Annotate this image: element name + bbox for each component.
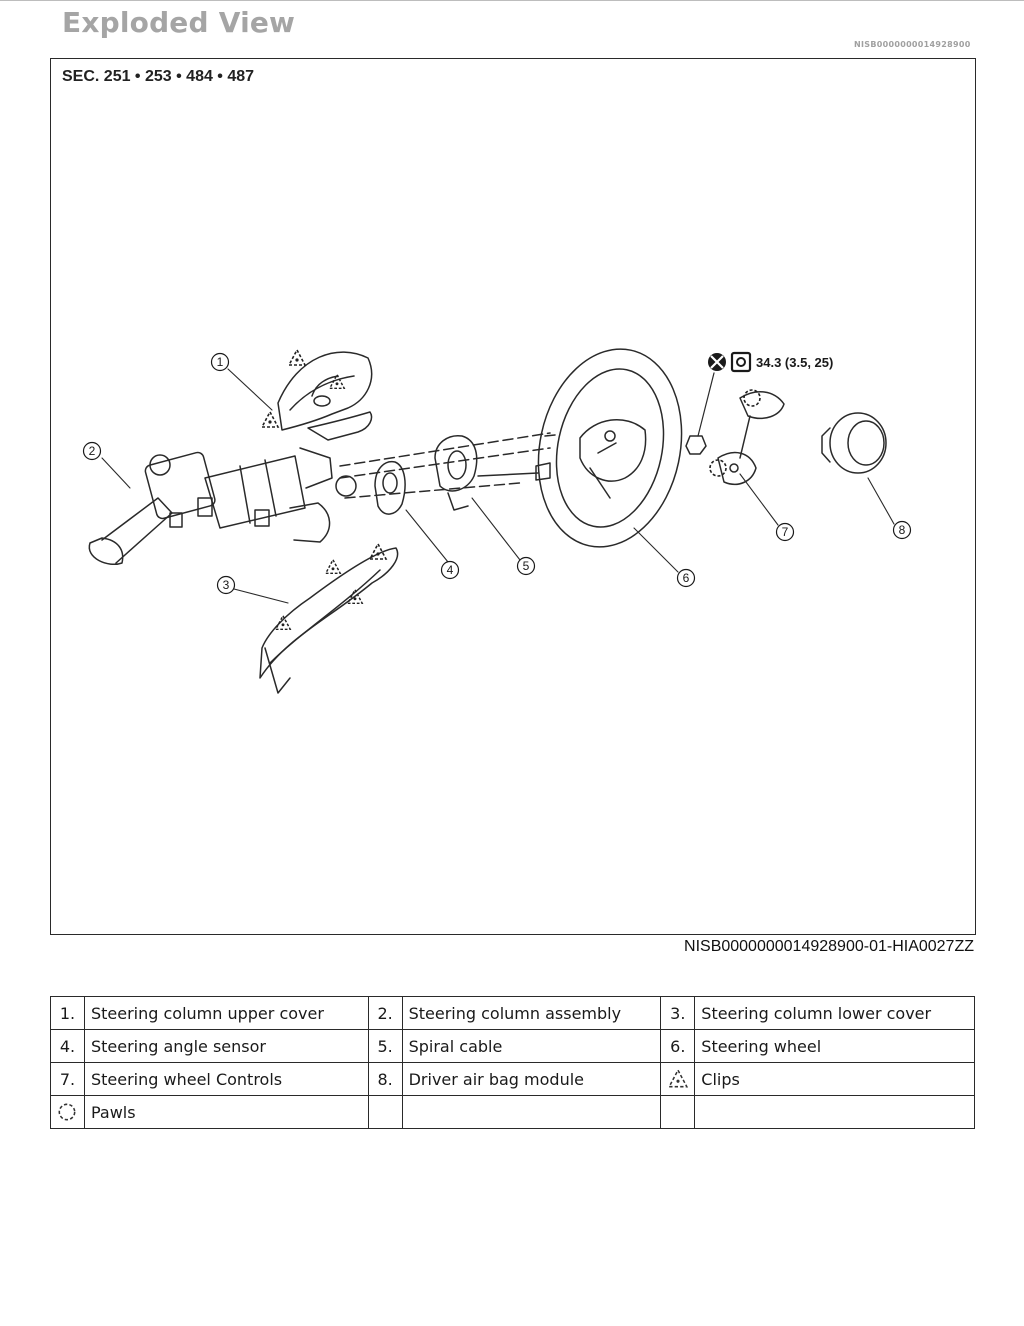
legend-row: 1. Steering column upper cover 2. Steeri… (50, 996, 975, 1030)
legend-number: 2. (367, 996, 403, 1030)
legend-empty-cell (660, 1095, 696, 1129)
steering-wheel (537, 348, 683, 548)
legend-label: Driver air bag module (401, 1062, 662, 1096)
callout-6: 6 (676, 568, 696, 588)
callout-1: 1 (210, 352, 230, 372)
callout-2-label: 2 (89, 444, 96, 458)
torque-symbols (708, 351, 752, 373)
callout-8-label: 8 (899, 523, 906, 537)
legend-number: 4. (50, 1029, 85, 1063)
legend-number: 7. (50, 1062, 85, 1096)
legend-symbol-cell (50, 1095, 85, 1129)
callout-4-label: 4 (447, 563, 454, 577)
steering-angle-sensor (374, 460, 406, 515)
legend-number: 5. (367, 1029, 403, 1063)
legend-label: Pawls (83, 1095, 369, 1129)
callout-2: 2 (82, 441, 102, 461)
steering-wheel-nut (685, 435, 707, 455)
callout-8: 8 (892, 520, 912, 540)
callout-1-label: 1 (217, 355, 224, 369)
document-code: NISB0000000014928900 (854, 40, 971, 49)
legend-label: Steering angle sensor (83, 1029, 369, 1063)
legend-label: Steering column upper cover (83, 996, 369, 1030)
legend-row: 7. Steering wheel Controls 8. Driver air… (50, 1062, 975, 1096)
parts-legend-table: 1. Steering column upper cover 2. Steeri… (50, 996, 975, 1129)
steering-wheel-controls (717, 391, 785, 486)
steering-column-upper-cover (277, 351, 373, 431)
legend-number: 6. (660, 1029, 696, 1063)
clip-triangle-icon (667, 1068, 688, 1088)
steering-column-assembly (88, 411, 373, 565)
exploded-view-drawing: 34.3 (3.5, 25) 1 2 3 4 5 6 7 8 (82, 348, 912, 694)
legend-empty-cell (694, 1095, 975, 1129)
pawl-circle-icon (59, 1103, 76, 1121)
exploded-view-figure-frame (50, 58, 976, 935)
page-title: Exploded View (62, 6, 296, 39)
legend-label: Steering column lower cover (694, 996, 975, 1030)
legend-number: 8. (367, 1062, 403, 1096)
legend-empty-cell (367, 1095, 403, 1129)
callout-4: 4 (440, 560, 460, 580)
callout-3: 3 (216, 575, 236, 595)
pawl-markers (709, 389, 761, 477)
legend-symbol-cell (660, 1062, 696, 1096)
legend-label: Steering wheel Controls (83, 1062, 369, 1096)
callout-3-label: 3 (223, 578, 230, 592)
legend-label: Spiral cable (401, 1029, 662, 1063)
callout-7: 7 (775, 522, 795, 542)
callout-5: 5 (516, 556, 536, 576)
legend-number: 1. (50, 996, 85, 1030)
legend-row: Pawls (50, 1095, 975, 1129)
driver-air-bag-module (821, 412, 887, 474)
callout-7-label: 7 (782, 525, 789, 539)
figure-id: NISB0000000014928900-01-HIA0027ZZ (684, 938, 974, 955)
legend-number: 3. (660, 996, 696, 1030)
legend-label: Steering wheel (694, 1029, 975, 1063)
callouts: 1 2 3 4 5 6 7 8 (82, 352, 912, 595)
top-rule (0, 0, 1024, 1)
callout-5-label: 5 (523, 559, 530, 573)
legend-row: 4. Steering angle sensor 5. Spiral cable… (50, 1029, 975, 1063)
legend-label: Clips (694, 1062, 975, 1096)
legend-empty-cell (401, 1095, 662, 1129)
legend-label: Steering column assembly (401, 996, 662, 1030)
callout-6-label: 6 (683, 571, 690, 585)
section-label: SEC. 251 • 253 • 484 • 487 (62, 68, 255, 85)
torque-spec-label: 34.3 (3.5, 25) (756, 355, 833, 370)
steering-column-lower-cover (259, 547, 399, 694)
spiral-cable (434, 435, 551, 511)
